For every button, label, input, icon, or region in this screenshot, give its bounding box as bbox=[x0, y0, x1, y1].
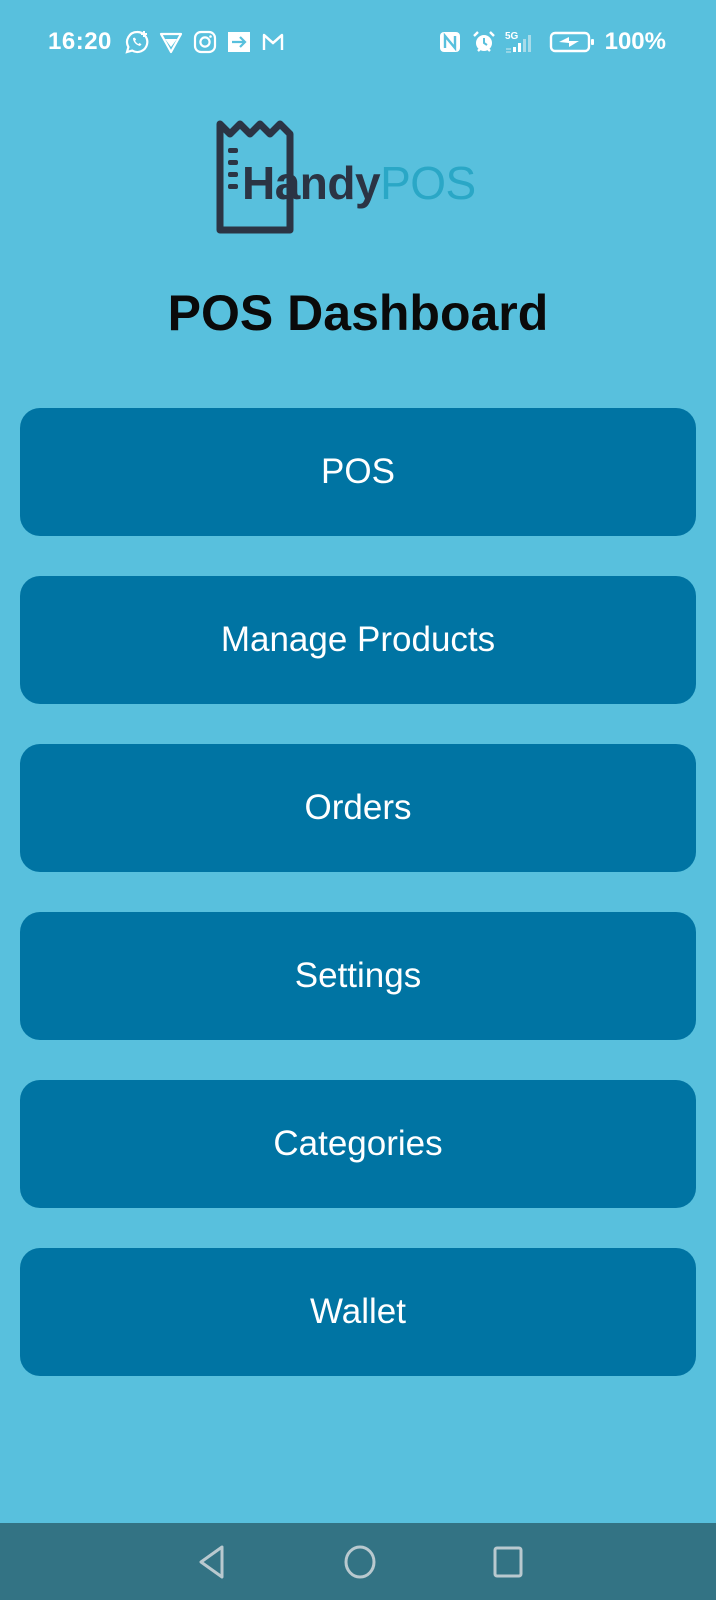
status-time: 16:20 bbox=[48, 28, 112, 55]
settings-button[interactable]: Settings bbox=[20, 912, 696, 1040]
battery-percentage: 100% bbox=[604, 28, 666, 55]
recents-square-icon bbox=[493, 1546, 523, 1577]
gmail-icon bbox=[260, 29, 286, 55]
receipt-icon: HandyPOS bbox=[216, 120, 476, 236]
orders-button[interactable]: Orders bbox=[20, 744, 696, 872]
arrow-box-icon bbox=[226, 29, 252, 55]
dashboard-menu: POS Manage Products Orders Settings Cate… bbox=[20, 408, 696, 1376]
pos-button[interactable]: POS bbox=[20, 408, 696, 536]
vpn-shield-icon bbox=[158, 29, 184, 55]
nfc-icon bbox=[437, 29, 463, 55]
whatsapp-icon bbox=[124, 29, 150, 55]
status-left: 16:20 bbox=[48, 28, 286, 56]
manage-products-button[interactable]: Manage Products bbox=[20, 576, 696, 704]
home-button[interactable] bbox=[340, 1542, 380, 1582]
status-bar: 16:20 5G bbox=[0, 0, 716, 84]
back-button[interactable] bbox=[192, 1542, 232, 1582]
logo-text-pos: POS bbox=[380, 157, 476, 209]
categories-button[interactable]: Categories bbox=[20, 1080, 696, 1208]
back-triangle-icon bbox=[199, 1545, 224, 1578]
logo-text-handy: Handy bbox=[242, 157, 381, 209]
battery-charging-icon bbox=[549, 29, 595, 55]
home-circle-icon bbox=[344, 1545, 376, 1578]
svg-text:5G: 5G bbox=[505, 31, 519, 42]
alarm-icon bbox=[471, 29, 497, 55]
status-right: 5G 100% bbox=[437, 28, 666, 56]
instagram-icon bbox=[192, 29, 218, 55]
system-nav-bar bbox=[0, 1523, 716, 1600]
page-title: POS Dashboard bbox=[167, 285, 549, 341]
logo-text: HandyPOS bbox=[242, 160, 476, 206]
recents-button[interactable] bbox=[488, 1542, 528, 1582]
app-logo: HandyPOS bbox=[216, 120, 476, 236]
wallet-button[interactable]: Wallet bbox=[20, 1248, 696, 1376]
5g-signal-icon: 5G bbox=[505, 29, 541, 55]
